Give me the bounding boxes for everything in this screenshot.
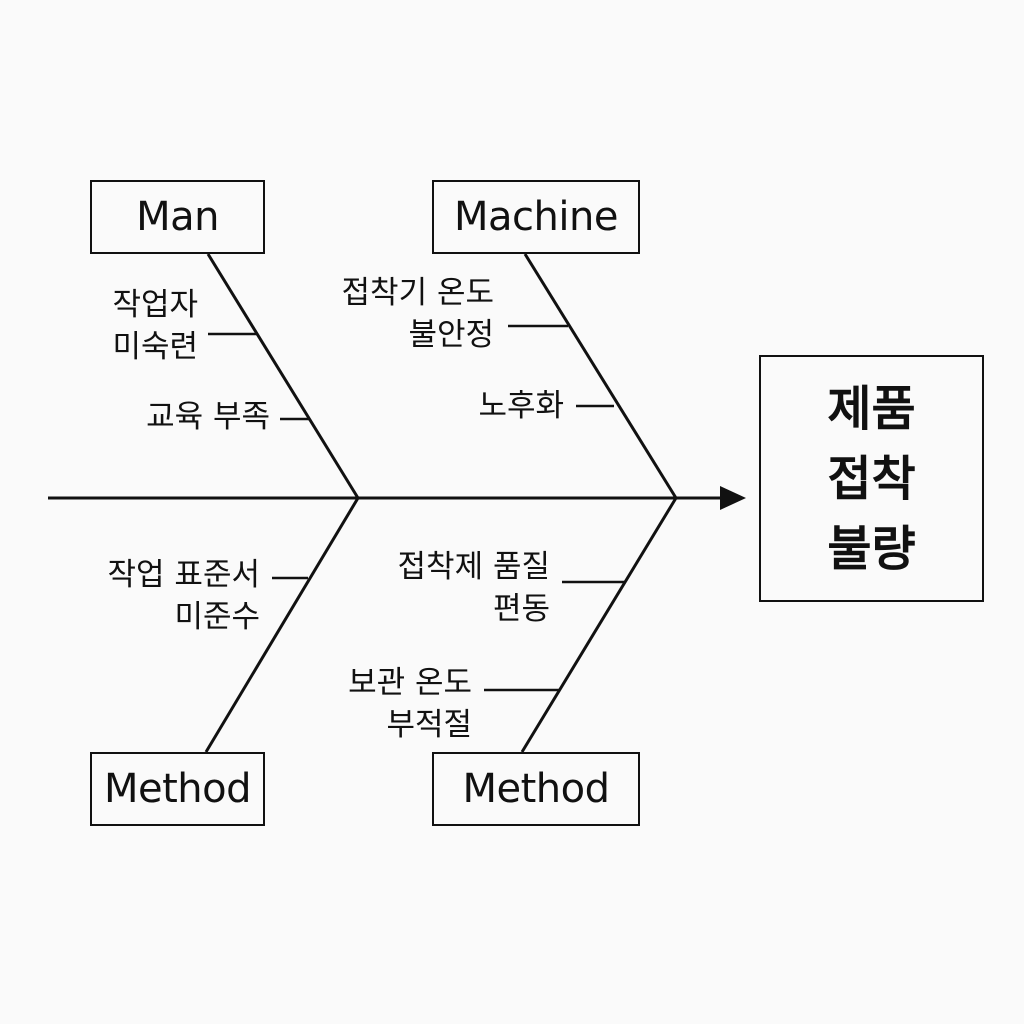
bone-machine xyxy=(523,253,678,499)
category-label-method-left: Method xyxy=(103,766,252,812)
category-label-man: Man xyxy=(136,194,219,240)
effect-box: 제품 접착 불량 xyxy=(759,355,984,602)
category-box-machine: Machine xyxy=(432,180,640,254)
category-label-machine: Machine xyxy=(454,194,618,240)
bone-method-left xyxy=(204,497,360,753)
category-box-method-left: Method xyxy=(90,752,265,826)
cause-label-man-2: 교육 부족 xyxy=(146,399,270,435)
cause-label-man-1: 작업자 미숙련 xyxy=(112,287,198,365)
cause-label-method-left-1: 작업 표준서 미준수 xyxy=(107,557,260,635)
bone-method-right xyxy=(520,497,678,753)
cause-label-machine-1: 접착기 온도 불안정 xyxy=(341,275,494,353)
spine-arrowhead xyxy=(720,486,746,510)
cause-label-method-right-1: 접착제 품질 편동 xyxy=(397,549,550,627)
category-box-method-right: Method xyxy=(432,752,640,826)
cause-label-machine-2: 노후화 xyxy=(478,388,564,424)
cause-label-method-right-2: 보관 온도 부적절 xyxy=(348,665,472,743)
category-label-method-right: Method xyxy=(462,766,610,812)
category-box-man: Man xyxy=(90,180,265,254)
effect-label: 제품 접착 불량 xyxy=(827,380,916,577)
bone-man xyxy=(206,253,360,499)
